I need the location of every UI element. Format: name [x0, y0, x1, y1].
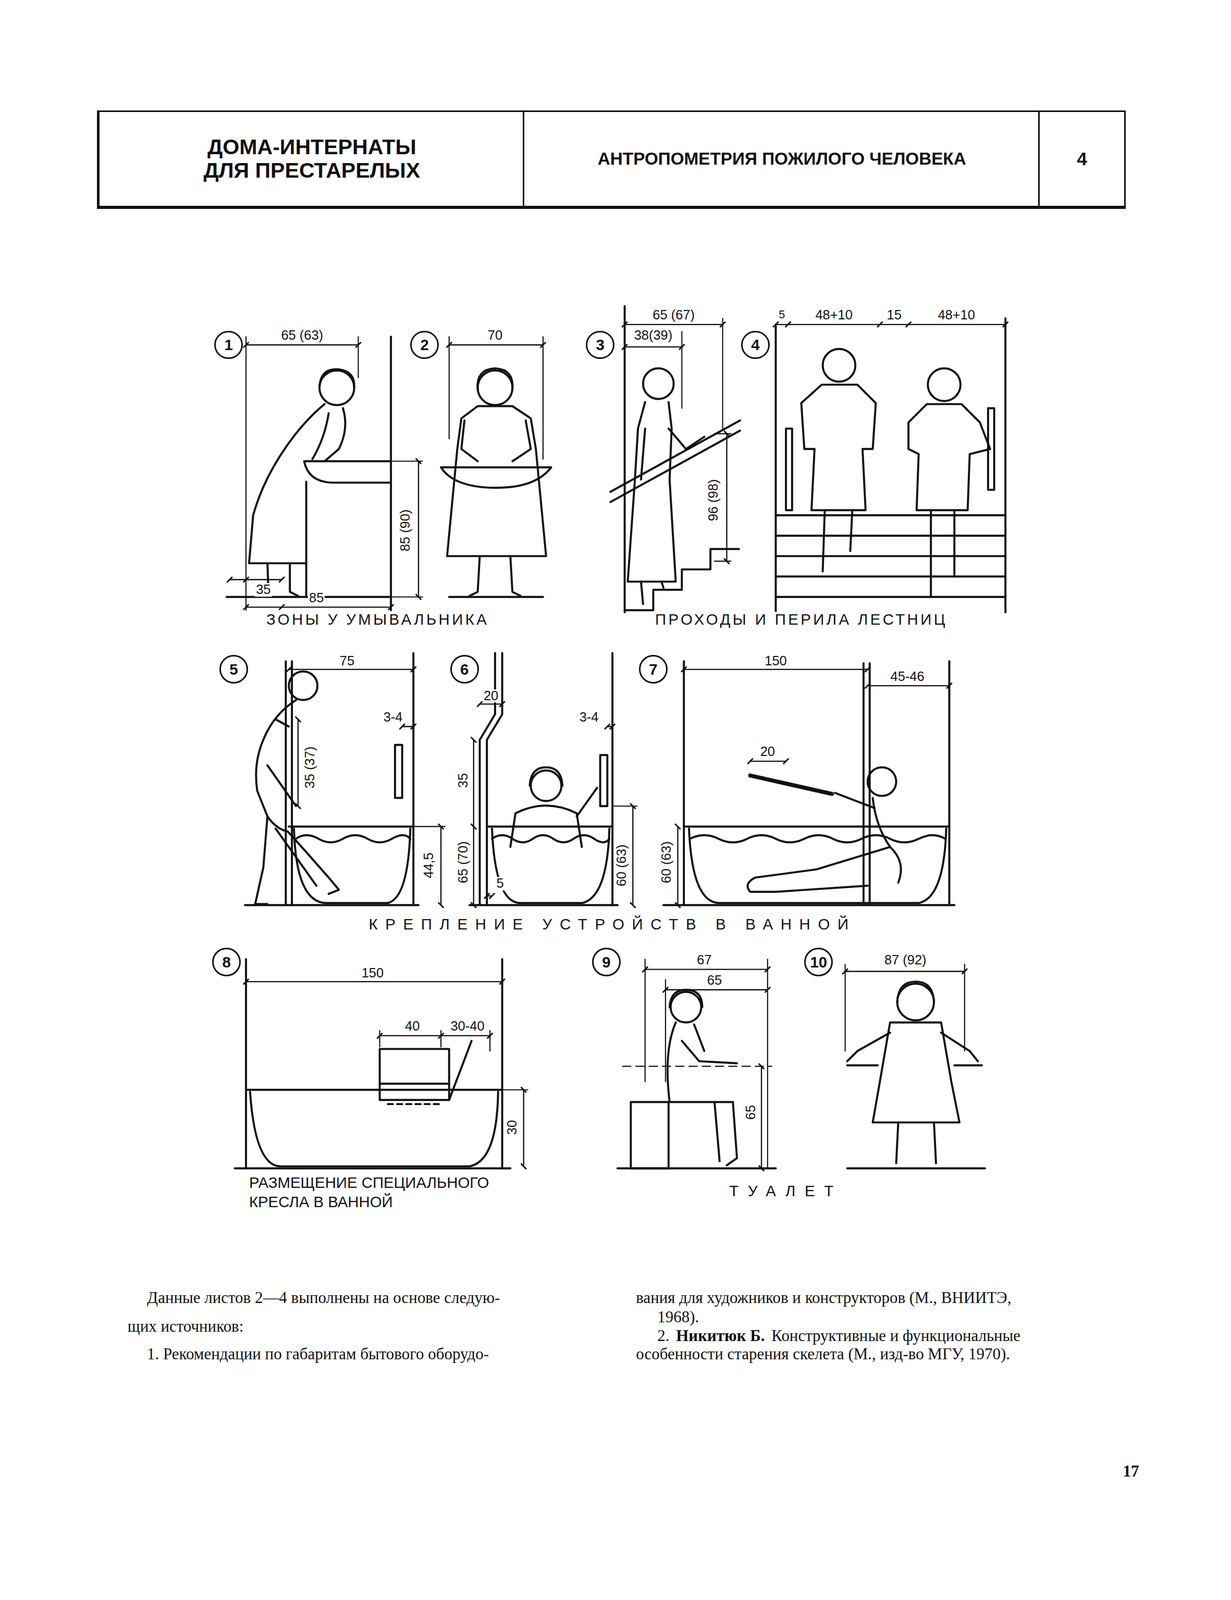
body-text: Данные листов 2—4 выполнены на основе сл… — [145, 1290, 501, 1307]
dimension-label: 3-4 — [578, 710, 600, 724]
dimension-label: 85 — [308, 591, 325, 605]
callout-circle: 8 — [212, 948, 241, 977]
dimension-label: 65 — [706, 974, 723, 988]
bath-chair-figure — [234, 959, 528, 1169]
callout-number: 8 — [222, 954, 231, 971]
body-text: 2. — [656, 1327, 671, 1345]
callout-number: 6 — [460, 661, 469, 679]
dimension-label: 20 — [759, 745, 777, 759]
header-title: ДОМА-ИНТЕРНАТЫ ДЛЯ ПРЕСТАРЕЛЫХ — [181, 135, 442, 183]
callout-number: 4 — [751, 336, 760, 354]
callout-number: 9 — [601, 954, 611, 971]
callout-circle: 6 — [450, 655, 479, 684]
basin-front-figure — [440, 336, 552, 597]
dimension-label: 30-40 — [449, 1020, 486, 1034]
dimension-label: 60 (63) — [614, 843, 629, 889]
dimension-label: 70 — [486, 329, 504, 343]
body-text: 1. Рекомендации по габаритам бытового об… — [145, 1346, 490, 1363]
dimension-label: 150 — [763, 654, 788, 668]
dimension-label: 35 — [254, 583, 272, 597]
figure-caption: ЗОНЫ У УМЫВАЛЬНИКА — [265, 611, 490, 627]
dimension-label: 40 — [403, 1020, 421, 1034]
body-text: щих источников: — [126, 1319, 245, 1336]
callout-number: 1 — [224, 336, 233, 354]
bath-reclining-figure — [663, 661, 955, 906]
dimension-label: 65 (70) — [456, 840, 470, 885]
callout-circle: 2 — [410, 330, 439, 360]
header-title: АНТРОПОМЕТРИЯ ПОЖИЛОГО ЧЕЛОВЕКА — [597, 149, 967, 169]
callout-circle: 7 — [638, 655, 668, 684]
callout-number: 3 — [595, 336, 605, 354]
header-cell: АНТРОПОМЕТРИЯ ПОЖИЛОГО ЧЕЛОВЕКА — [522, 110, 1042, 210]
stair-side-figure — [610, 306, 741, 613]
dimension-label: 67 — [695, 953, 713, 967]
dimension-label: 35 (37) — [303, 745, 317, 790]
dimension-label: 60 (63) — [659, 840, 673, 885]
dimension-label: 96 (98) — [706, 477, 720, 523]
dimension-label: 87 (92) — [883, 953, 928, 967]
dimension-label: 48+10 — [936, 308, 977, 322]
toilet-side-figure — [617, 959, 777, 1169]
dimension-label: 35 — [456, 772, 470, 790]
callout-circle: 1 — [214, 330, 243, 360]
callout-number: 7 — [648, 661, 658, 679]
figure-caption: ПРОХОДЫ И ПЕРИЛА ЛЕСТНИЦ — [654, 611, 949, 627]
callout-circle: 5 — [219, 655, 249, 684]
body-text: 1968). — [656, 1309, 700, 1326]
callout-number: 5 — [229, 661, 238, 679]
callout-circle: 10 — [804, 948, 833, 977]
body-text: Никитюк Б. — [674, 1327, 766, 1345]
dimension-label: 45-46 — [889, 670, 926, 684]
body-text: особенности старения скелета (М., изд-во… — [634, 1346, 1012, 1363]
dimension-label: 48+10 — [814, 308, 854, 322]
figure-caption: РАЗМЕЩЕНИЕ СПЕЦИАЛЬНОГО КРЕСЛА В ВАННОЙ — [248, 1173, 501, 1212]
dimension-label: 38(39) — [633, 329, 674, 343]
dimension-label: 65 (67) — [651, 308, 696, 322]
dimension-label: 75 — [338, 654, 356, 668]
body-text: Конструктивные и функциональные — [770, 1327, 1022, 1345]
dimension-label: 65 (63) — [279, 329, 325, 343]
dimension-label: 65 — [744, 1104, 758, 1122]
stair-front-figure — [775, 318, 1006, 613]
bath-pole-figure — [244, 653, 446, 906]
toilet-front-figure — [845, 964, 986, 1169]
dimension-label: 44,5 — [422, 851, 436, 880]
dimension-label: 15 — [885, 308, 903, 322]
dimension-label: 5 — [777, 309, 786, 322]
header-cell: ДОМА-ИНТЕРНАТЫ ДЛЯ ПРЕСТАРЕЛЫХ — [96, 110, 526, 210]
figure-caption: ТУАЛЕТ — [728, 1183, 844, 1199]
callout-circle: 9 — [592, 948, 621, 977]
callout-number: 10 — [809, 954, 828, 971]
bath-bent-rail-figure — [469, 653, 637, 906]
dimension-label: 150 — [360, 967, 385, 981]
callout-circle: 3 — [585, 330, 615, 360]
dimension-label: 20 — [482, 689, 500, 703]
body-text: вания для художников и конструкторов (М.… — [634, 1290, 1013, 1307]
callout-number: 2 — [420, 336, 429, 354]
dimension-label: 30 — [505, 1119, 519, 1137]
header-cell: 4 — [1038, 110, 1126, 210]
callout-circle: 4 — [741, 330, 770, 360]
page-number: 17 — [1121, 1463, 1140, 1481]
basin-side-figure — [226, 336, 423, 611]
dimension-label: 5 — [495, 877, 506, 891]
dimension-label: 85 (90) — [398, 508, 412, 553]
figure-caption: КРЕПЛЕНИЕ УСТРОЙСТВ В ВАННОЙ — [367, 917, 857, 933]
dimension-label: 3-4 — [382, 710, 404, 724]
header-title: 4 — [1076, 149, 1088, 170]
